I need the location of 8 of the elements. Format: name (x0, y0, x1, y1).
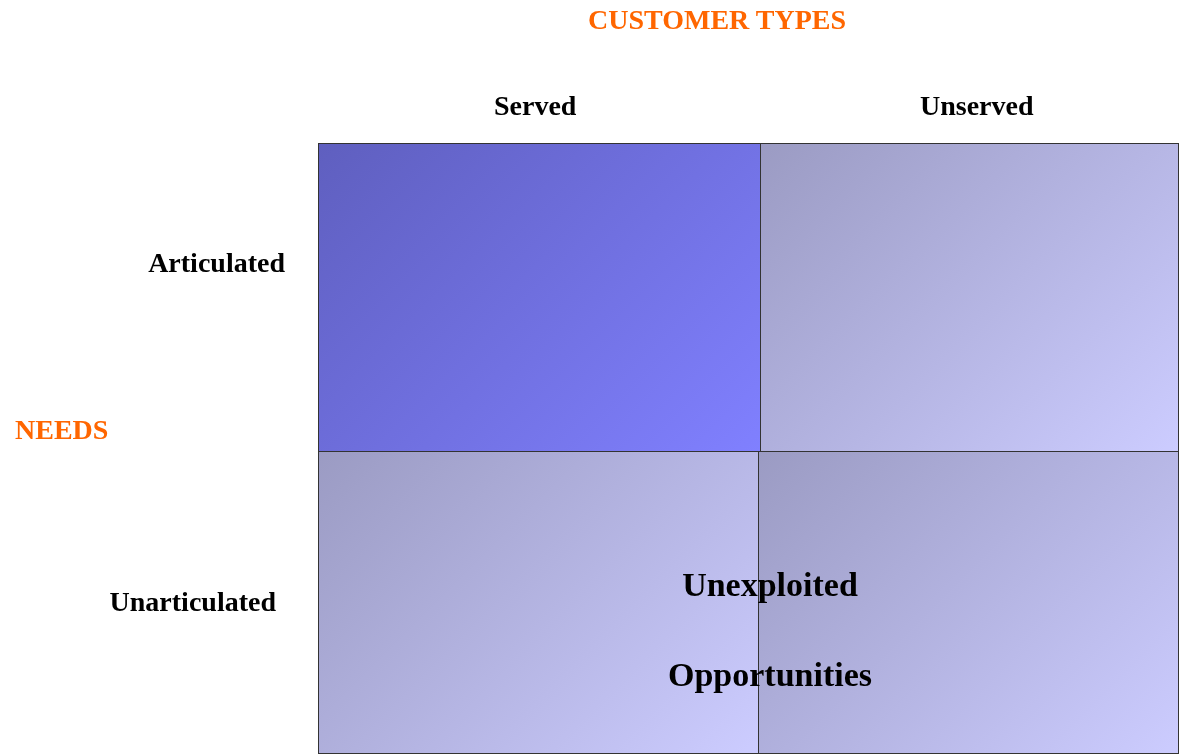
row-label: Unarticulated (109, 586, 276, 618)
axis-title: CUSTOMER TYPES (588, 4, 847, 36)
quadrant-box (318, 143, 761, 452)
row-label: Articulated (148, 247, 285, 279)
axis-title: NEEDS (15, 414, 109, 446)
column-label: Served (494, 90, 577, 122)
quadrant-box (760, 143, 1179, 452)
column-label: Unserved (920, 90, 1034, 122)
